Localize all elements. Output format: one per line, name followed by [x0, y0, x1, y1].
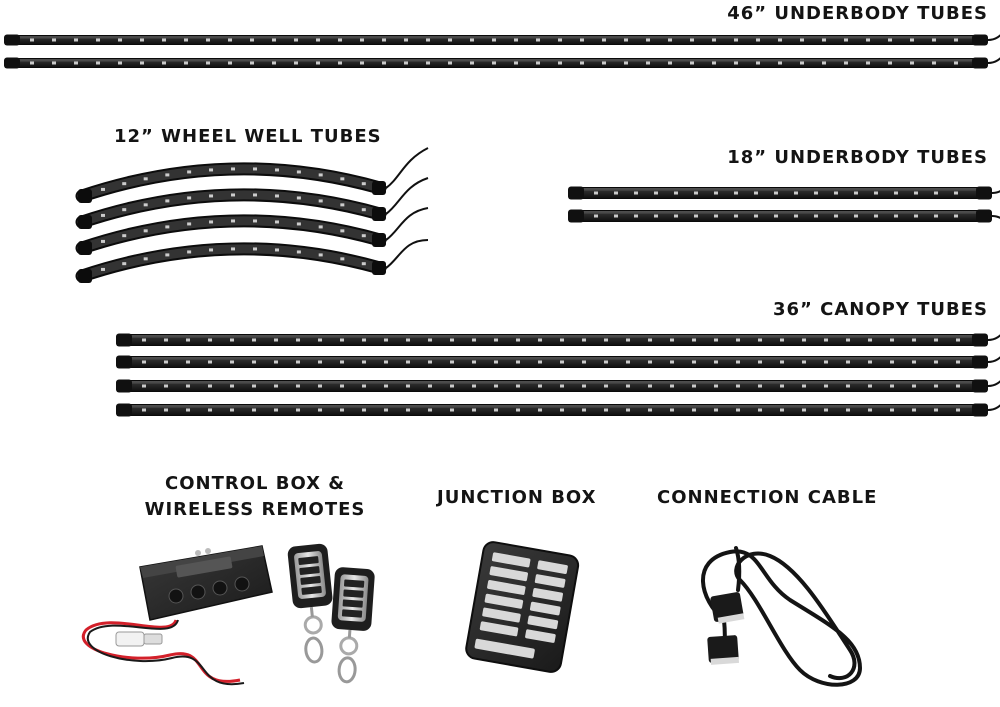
connection-cable-connector-top: [710, 592, 745, 624]
wireless-remote-right: [331, 567, 375, 684]
junction-box-port: [534, 574, 566, 588]
junction-box-port: [529, 601, 561, 616]
junction-box-port: [525, 629, 556, 643]
junction-box: [465, 541, 580, 673]
underbody-18-label: 18” UNDERBODY TUBES: [727, 147, 988, 168]
junction-box-port: [487, 579, 526, 595]
control-box-label-line1: CONTROL BOX &: [165, 473, 345, 494]
underbody-46-tube: [4, 34, 1000, 46]
underbody-46-tube-group: [4, 34, 1000, 69]
connection-cable-connector-bottom: [707, 635, 740, 665]
wireless-remote-left: [287, 543, 333, 664]
junction-box-port: [527, 615, 559, 630]
control-box-label-line2: WIRELESS REMOTES: [144, 499, 366, 520]
wheel-well-12-label: 12” WHEEL WELL TUBES: [114, 126, 382, 147]
wheel-well-12-tube: [75, 147, 429, 203]
underbody-18-tube: [568, 209, 1000, 223]
canopy-36-tube: [116, 403, 1000, 417]
connection-cable-label: CONNECTION CABLE: [657, 487, 878, 508]
junction-box-port: [484, 593, 524, 609]
canopy-36-tube: [116, 355, 1000, 369]
wheel-well-12-tube: [75, 177, 429, 229]
underbody-46-tube: [4, 57, 1000, 69]
canopy-36-tube: [116, 379, 1000, 393]
underbody-46-label: 46” UNDERBODY TUBES: [727, 3, 988, 24]
junction-box-port: [482, 607, 521, 623]
junction-box-port: [489, 566, 529, 582]
wheel-well-12-tube: [75, 239, 429, 283]
wheel-well-12-tube-group: [75, 147, 429, 283]
wheel-well-12-tube: [75, 207, 429, 255]
junction-box-port: [479, 621, 519, 637]
canopy-36-label: 36” CANOPY TUBES: [772, 299, 988, 320]
underbody-18-tube: [568, 186, 1000, 200]
control-box: [82, 545, 273, 686]
junction-box-port: [537, 560, 568, 574]
underbody-18-tube-group: [568, 186, 1000, 223]
junction-box-port: [491, 552, 531, 568]
junction-box-port: [532, 587, 564, 602]
canopy-36-tube-group: [116, 333, 1000, 417]
canopy-36-tube: [116, 333, 1000, 347]
junction-box-label: JUNCTION BOX: [437, 487, 597, 508]
